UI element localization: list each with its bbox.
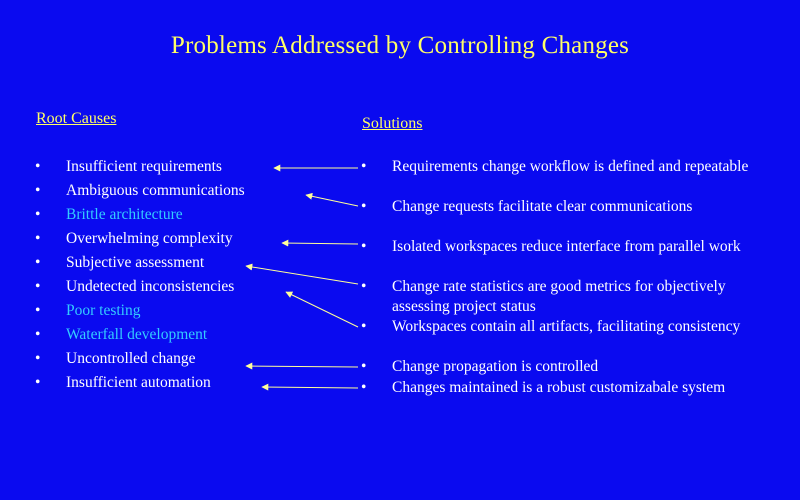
root-cause-item: • Poor testing	[35, 301, 245, 325]
bullet-icon: •	[35, 374, 41, 391]
bullet-icon: •	[361, 379, 367, 396]
root-cause-text: Insufficient requirements	[66, 158, 222, 175]
root-cause-text: Brittle architecture	[66, 206, 183, 223]
solution-item: • Isolated workspaces reduce interface fr…	[361, 237, 782, 277]
solutions-heading: Solutions	[362, 115, 423, 132]
root-cause-item: • Subjective assessment	[35, 253, 245, 277]
solution-text: Change requests facilitate clear communi…	[392, 198, 693, 215]
bullet-icon: •	[361, 278, 367, 295]
solution-text: Workspaces contain all artifacts, facili…	[392, 318, 741, 335]
bullet-icon: •	[35, 278, 41, 295]
bullet-icon: •	[35, 158, 41, 175]
arrow-communications	[305, 192, 359, 207]
bullet-icon: •	[35, 206, 41, 223]
solution-item: • Change requests facilitate clear commun…	[361, 197, 782, 237]
bullet-icon: •	[35, 326, 41, 343]
solution-item: • Change rate statistics are good metrics…	[361, 277, 782, 317]
arrow-automation	[261, 383, 359, 391]
root-causes-list: • Insufficient requirements • Ambiguous co…	[35, 157, 245, 397]
solution-text: Requirements change workflow is defined …	[392, 158, 749, 175]
root-cause-item: • Ambiguous communications	[35, 181, 245, 205]
solution-item: • Change propagation is controlled	[361, 357, 782, 378]
bullet-icon: •	[361, 198, 367, 215]
root-cause-text: Uncontrolled change	[66, 350, 196, 367]
solution-text: Isolated workspaces reduce interface fro…	[392, 238, 741, 255]
arrow-assessment	[245, 263, 359, 285]
root-cause-text: Undetected inconsistencies	[66, 278, 235, 295]
root-cause-text: Poor testing	[66, 302, 141, 319]
bullet-icon: •	[361, 358, 367, 375]
slide-title: Problems Addressed by Controlling Change…	[170, 32, 630, 59]
root-cause-text: Waterfall development	[66, 326, 208, 343]
solution-item: • Workspaces contain all artifacts, facil…	[361, 317, 782, 357]
solution-item: • Requirements change workflow is defined…	[361, 157, 782, 197]
root-cause-item: • Insufficient requirements	[35, 157, 245, 181]
bullet-icon: •	[35, 254, 41, 271]
bullet-icon: •	[361, 238, 367, 255]
bullet-icon: •	[35, 182, 41, 199]
root-cause-item: • Waterfall development	[35, 325, 245, 349]
root-cause-item: • Insufficient automation	[35, 373, 245, 397]
bullet-icon: •	[361, 158, 367, 175]
root-cause-item: • Overwhelming complexity	[35, 229, 245, 253]
bullet-icon: •	[35, 230, 41, 247]
root-cause-text: Insufficient automation	[66, 374, 211, 391]
arrow-uncontrolled	[245, 362, 359, 370]
root-cause-text: Overwhelming complexity	[66, 230, 233, 247]
solution-text: Change rate statistics are good metrics …	[392, 278, 726, 315]
root-causes-heading: Root Causes	[36, 110, 117, 127]
root-cause-item: • Undetected inconsistencies	[35, 277, 245, 301]
arrow-inconsistencies	[285, 291, 359, 328]
root-cause-item: • Brittle architecture	[35, 205, 245, 229]
solutions-list: • Requirements change workflow is defined…	[361, 157, 782, 418]
root-cause-text: Subjective assessment	[66, 254, 205, 271]
solution-item: • Changes maintained is a robust customiz…	[361, 378, 782, 418]
root-cause-item: • Uncontrolled change	[35, 349, 245, 373]
root-cause-text: Ambiguous communications	[66, 182, 245, 199]
bullet-icon: •	[361, 318, 367, 335]
solution-text: Change propagation is controlled	[392, 358, 599, 375]
bullet-icon: •	[35, 302, 41, 319]
solution-text: Changes maintained is a robust customiza…	[392, 379, 726, 396]
bullet-icon: •	[35, 350, 41, 367]
arrow-complexity	[281, 239, 359, 247]
